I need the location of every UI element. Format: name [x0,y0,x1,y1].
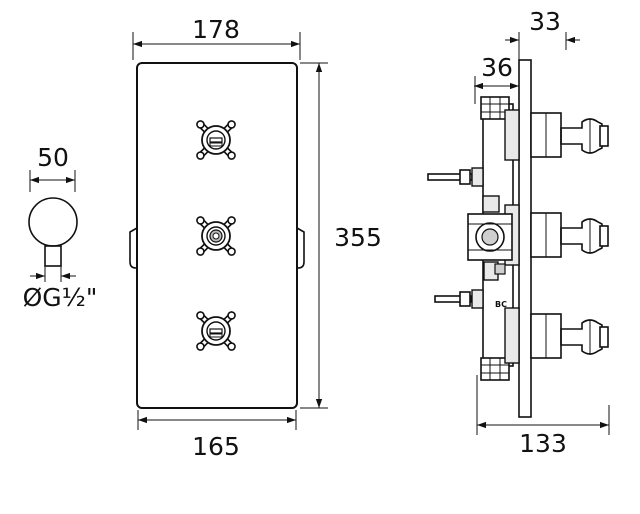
left-mount-tab [129,227,138,269]
front-width-label: 178 [192,15,240,44]
plate-depth-label: 33 [529,7,561,36]
outlet-elbow-view: 50 ØG½" [23,143,98,312]
side-view: 33 36 133 [427,7,610,458]
front-view: 178 165 355 [129,15,382,461]
bottom-connection-nut [480,357,510,381]
upper-isolation-spindle [427,167,484,187]
side-cartridge-top [504,109,609,161]
total-depth-label: 133 [519,429,567,458]
top-connection-nut [480,96,510,120]
body-depth-label: 36 [481,53,513,82]
body-width-label: 165 [192,432,240,461]
thread-size-label: ØG½" [23,283,98,312]
front-handle-middle [196,216,236,256]
outlet-diameter-label: 50 [37,143,69,172]
right-mount-tab [296,227,305,269]
outlet-elbow-circle [28,197,78,247]
side-cartridge-bottom [504,307,609,364]
front-handle-bottom [196,311,236,351]
side-mounting-plate [518,59,532,418]
thermostatic-block [467,195,513,281]
lower-isolation-spindle: BC [434,289,507,309]
front-handle-top [196,120,236,160]
front-height-label: 355 [334,223,382,252]
valve-marking: BC [495,300,507,309]
